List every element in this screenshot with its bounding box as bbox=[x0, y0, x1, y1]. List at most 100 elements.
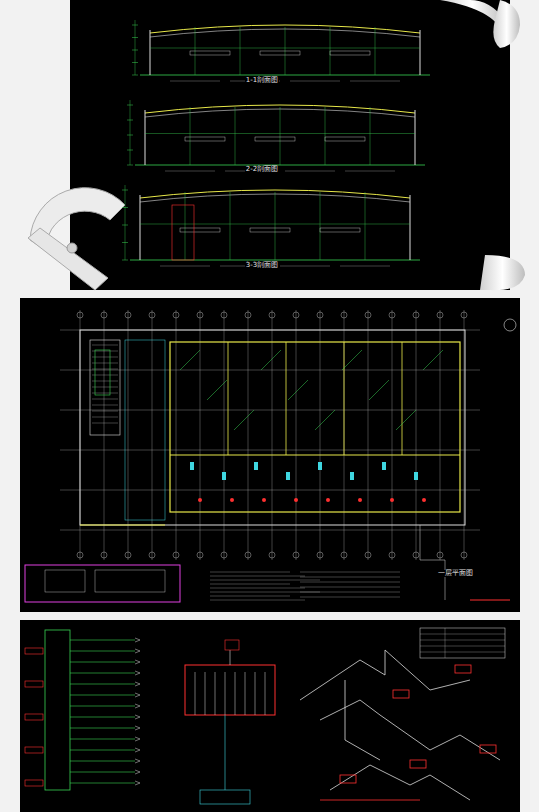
cad-stroke bbox=[70, 783, 135, 784]
cad-stroke bbox=[25, 565, 180, 602]
cad-stroke bbox=[127, 135, 133, 136]
cad-stroke bbox=[261, 350, 281, 370]
cad-stroke bbox=[132, 25, 138, 26]
cad-stroke bbox=[70, 761, 135, 762]
cad-stroke bbox=[145, 133, 415, 134]
cad-stroke bbox=[325, 107, 326, 165]
cad-stroke bbox=[230, 192, 231, 260]
cad-stroke bbox=[145, 110, 146, 165]
cad-stroke bbox=[290, 81, 340, 82]
cad-stroke bbox=[170, 342, 460, 512]
cad-stroke bbox=[420, 628, 505, 658]
cad-stroke bbox=[190, 51, 230, 55]
cad-stroke bbox=[127, 150, 133, 151]
cad-stroke bbox=[235, 107, 236, 165]
cad-stroke bbox=[80, 330, 465, 525]
cad-stroke bbox=[470, 600, 510, 601]
cad-stroke bbox=[70, 717, 135, 718]
cad-stroke bbox=[195, 672, 196, 715]
cad-stroke bbox=[70, 739, 135, 740]
fixture-mark bbox=[294, 498, 298, 502]
axis-bubble bbox=[269, 312, 275, 318]
cad-stroke bbox=[480, 745, 496, 753]
cad-stroke bbox=[92, 387, 118, 388]
breaker-symbol bbox=[135, 638, 140, 642]
cad-stroke bbox=[423, 350, 443, 370]
cad-stroke bbox=[127, 120, 133, 121]
cad-stroke bbox=[180, 228, 220, 232]
cad-stroke bbox=[25, 648, 43, 654]
system-diagram bbox=[25, 628, 505, 804]
axis-bubble bbox=[245, 312, 251, 318]
cad-stroke bbox=[330, 51, 370, 55]
cad-stroke bbox=[92, 423, 118, 424]
cad-stroke bbox=[340, 775, 356, 783]
cad-stroke bbox=[200, 310, 201, 560]
axis-bubble bbox=[293, 312, 299, 318]
cad-stroke bbox=[286, 342, 287, 455]
axis-bubble bbox=[101, 312, 107, 318]
breaker-symbol bbox=[135, 737, 140, 741]
cad-stroke bbox=[420, 30, 421, 75]
axis-bubble bbox=[173, 552, 179, 558]
cad-stroke bbox=[285, 171, 335, 172]
axis-bubble bbox=[437, 552, 443, 558]
section-drawings bbox=[122, 20, 430, 266]
system-panel bbox=[20, 620, 520, 812]
cad-stroke bbox=[369, 380, 389, 400]
cad-stroke bbox=[365, 192, 366, 260]
cad-stroke bbox=[255, 672, 256, 715]
cad-stroke bbox=[396, 410, 416, 430]
fixture-mark bbox=[262, 498, 266, 502]
cad-stroke bbox=[92, 405, 118, 406]
pipe-isometric bbox=[320, 700, 500, 760]
cad-stroke bbox=[60, 450, 480, 451]
cad-stroke bbox=[210, 600, 305, 601]
cad-stroke bbox=[70, 651, 135, 652]
fixture-mark bbox=[326, 498, 330, 502]
axis-bubble bbox=[437, 312, 443, 318]
cad-stroke bbox=[45, 630, 70, 790]
cad-stroke bbox=[60, 410, 480, 411]
cad-stroke bbox=[210, 580, 320, 581]
cad-stroke bbox=[300, 597, 400, 598]
cad-stroke bbox=[320, 800, 420, 801]
cad-stroke bbox=[464, 310, 465, 560]
cad-stroke bbox=[210, 584, 290, 585]
north-arrow bbox=[504, 319, 516, 331]
axis-bubble bbox=[317, 552, 323, 558]
cad-stroke bbox=[122, 190, 128, 191]
cad-stroke bbox=[320, 192, 321, 260]
breaker-symbol bbox=[135, 715, 140, 719]
cad-stroke bbox=[224, 310, 225, 560]
cad-stroke bbox=[60, 490, 480, 491]
cad-stroke bbox=[210, 576, 305, 577]
cad-stroke bbox=[350, 81, 400, 82]
axis-bubble bbox=[341, 552, 347, 558]
cad-stroke bbox=[122, 242, 128, 243]
cad-stroke bbox=[92, 369, 118, 370]
cad-stroke bbox=[410, 195, 411, 260]
cad-stroke bbox=[132, 50, 138, 51]
cad-stroke bbox=[70, 673, 135, 674]
paper-roll-bottom bbox=[480, 255, 525, 290]
cad-stroke bbox=[125, 185, 126, 260]
axis-bubble bbox=[293, 552, 299, 558]
cad-stroke bbox=[140, 195, 141, 260]
axis-bubble bbox=[197, 312, 203, 318]
cad-stroke bbox=[320, 310, 321, 560]
cad-stroke bbox=[25, 714, 43, 720]
axis-bubble bbox=[173, 312, 179, 318]
cad-stroke bbox=[25, 780, 43, 786]
axis-bubble bbox=[461, 312, 467, 318]
cad-stroke bbox=[122, 207, 128, 208]
axis-bubble bbox=[149, 552, 155, 558]
cad-stroke bbox=[60, 370, 480, 371]
cad-stroke bbox=[95, 350, 110, 395]
drawing-sheet bbox=[70, 0, 510, 290]
cad-stroke bbox=[300, 587, 400, 588]
cad-stroke bbox=[250, 228, 290, 232]
cad-stroke bbox=[440, 310, 441, 560]
cad-stroke bbox=[70, 640, 135, 641]
cad-stroke bbox=[235, 672, 236, 715]
